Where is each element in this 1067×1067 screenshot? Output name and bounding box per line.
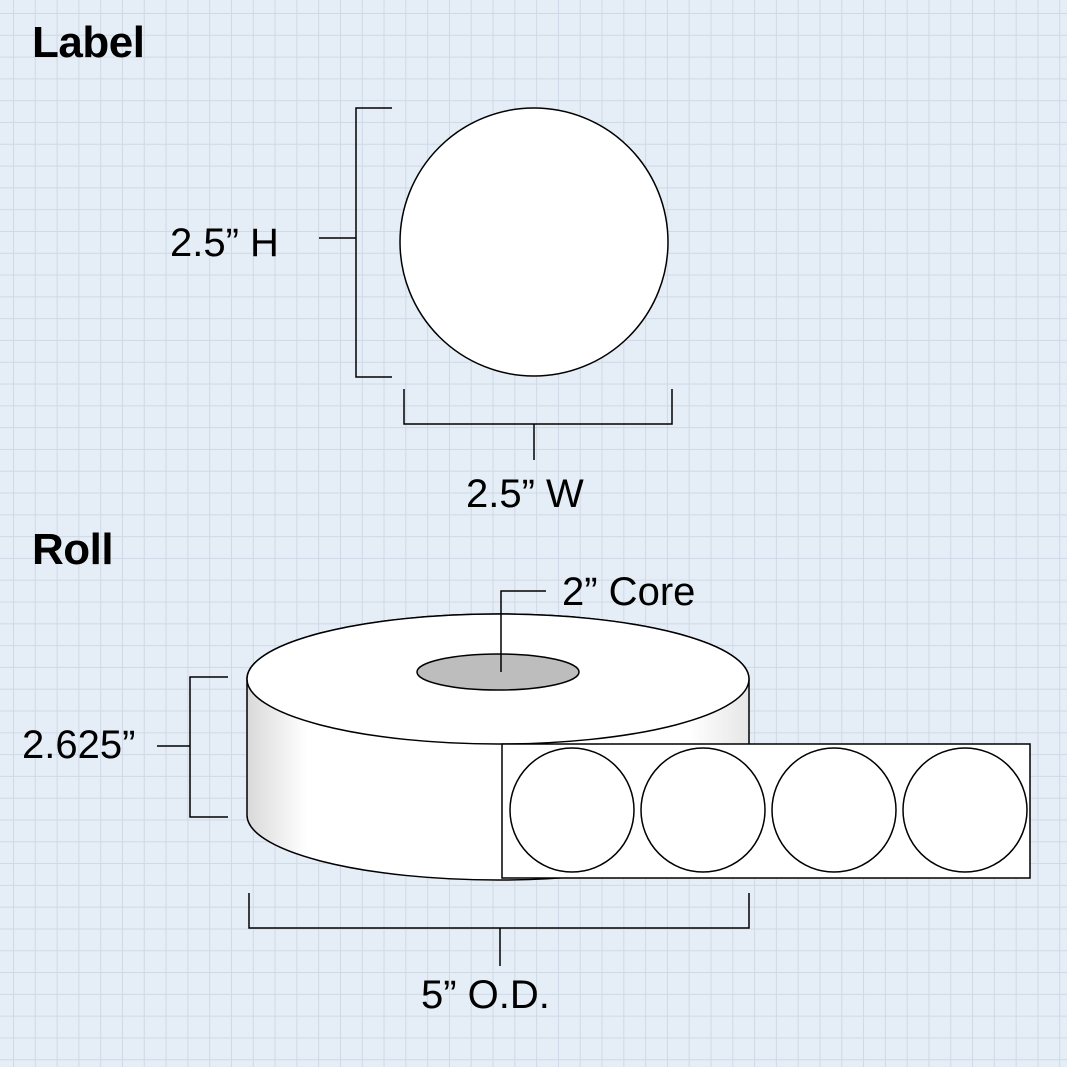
label-section-title: Label	[32, 18, 145, 67]
roll-section-title: Roll	[32, 525, 114, 574]
strip-label-1	[509, 747, 635, 873]
roll-height-bracket	[157, 676, 228, 818]
label-height-bracket	[319, 107, 392, 378]
strip-label-3	[771, 747, 897, 873]
strip-label-4	[902, 747, 1028, 873]
label-width-dimension: 2.5” W	[466, 472, 584, 516]
label-width-bracket	[403, 389, 673, 460]
roll-od-dimension: 5” O.D.	[421, 973, 550, 1017]
core-dimension: 2” Core	[562, 570, 695, 614]
roll-od-bracket	[248, 893, 750, 966]
strip-label-2	[640, 747, 766, 873]
roll-drawing: 2” Core 2.625” 5” O.D.	[22, 570, 1031, 1017]
core-leader-line	[500, 590, 546, 672]
label-circle	[399, 107, 669, 377]
label-height-dimension: 2.5” H	[170, 221, 279, 265]
roll-core	[416, 653, 580, 691]
label-drawing: 2.5” H 2.5” W	[170, 107, 673, 516]
roll-height-dimension: 2.625”	[22, 723, 135, 767]
